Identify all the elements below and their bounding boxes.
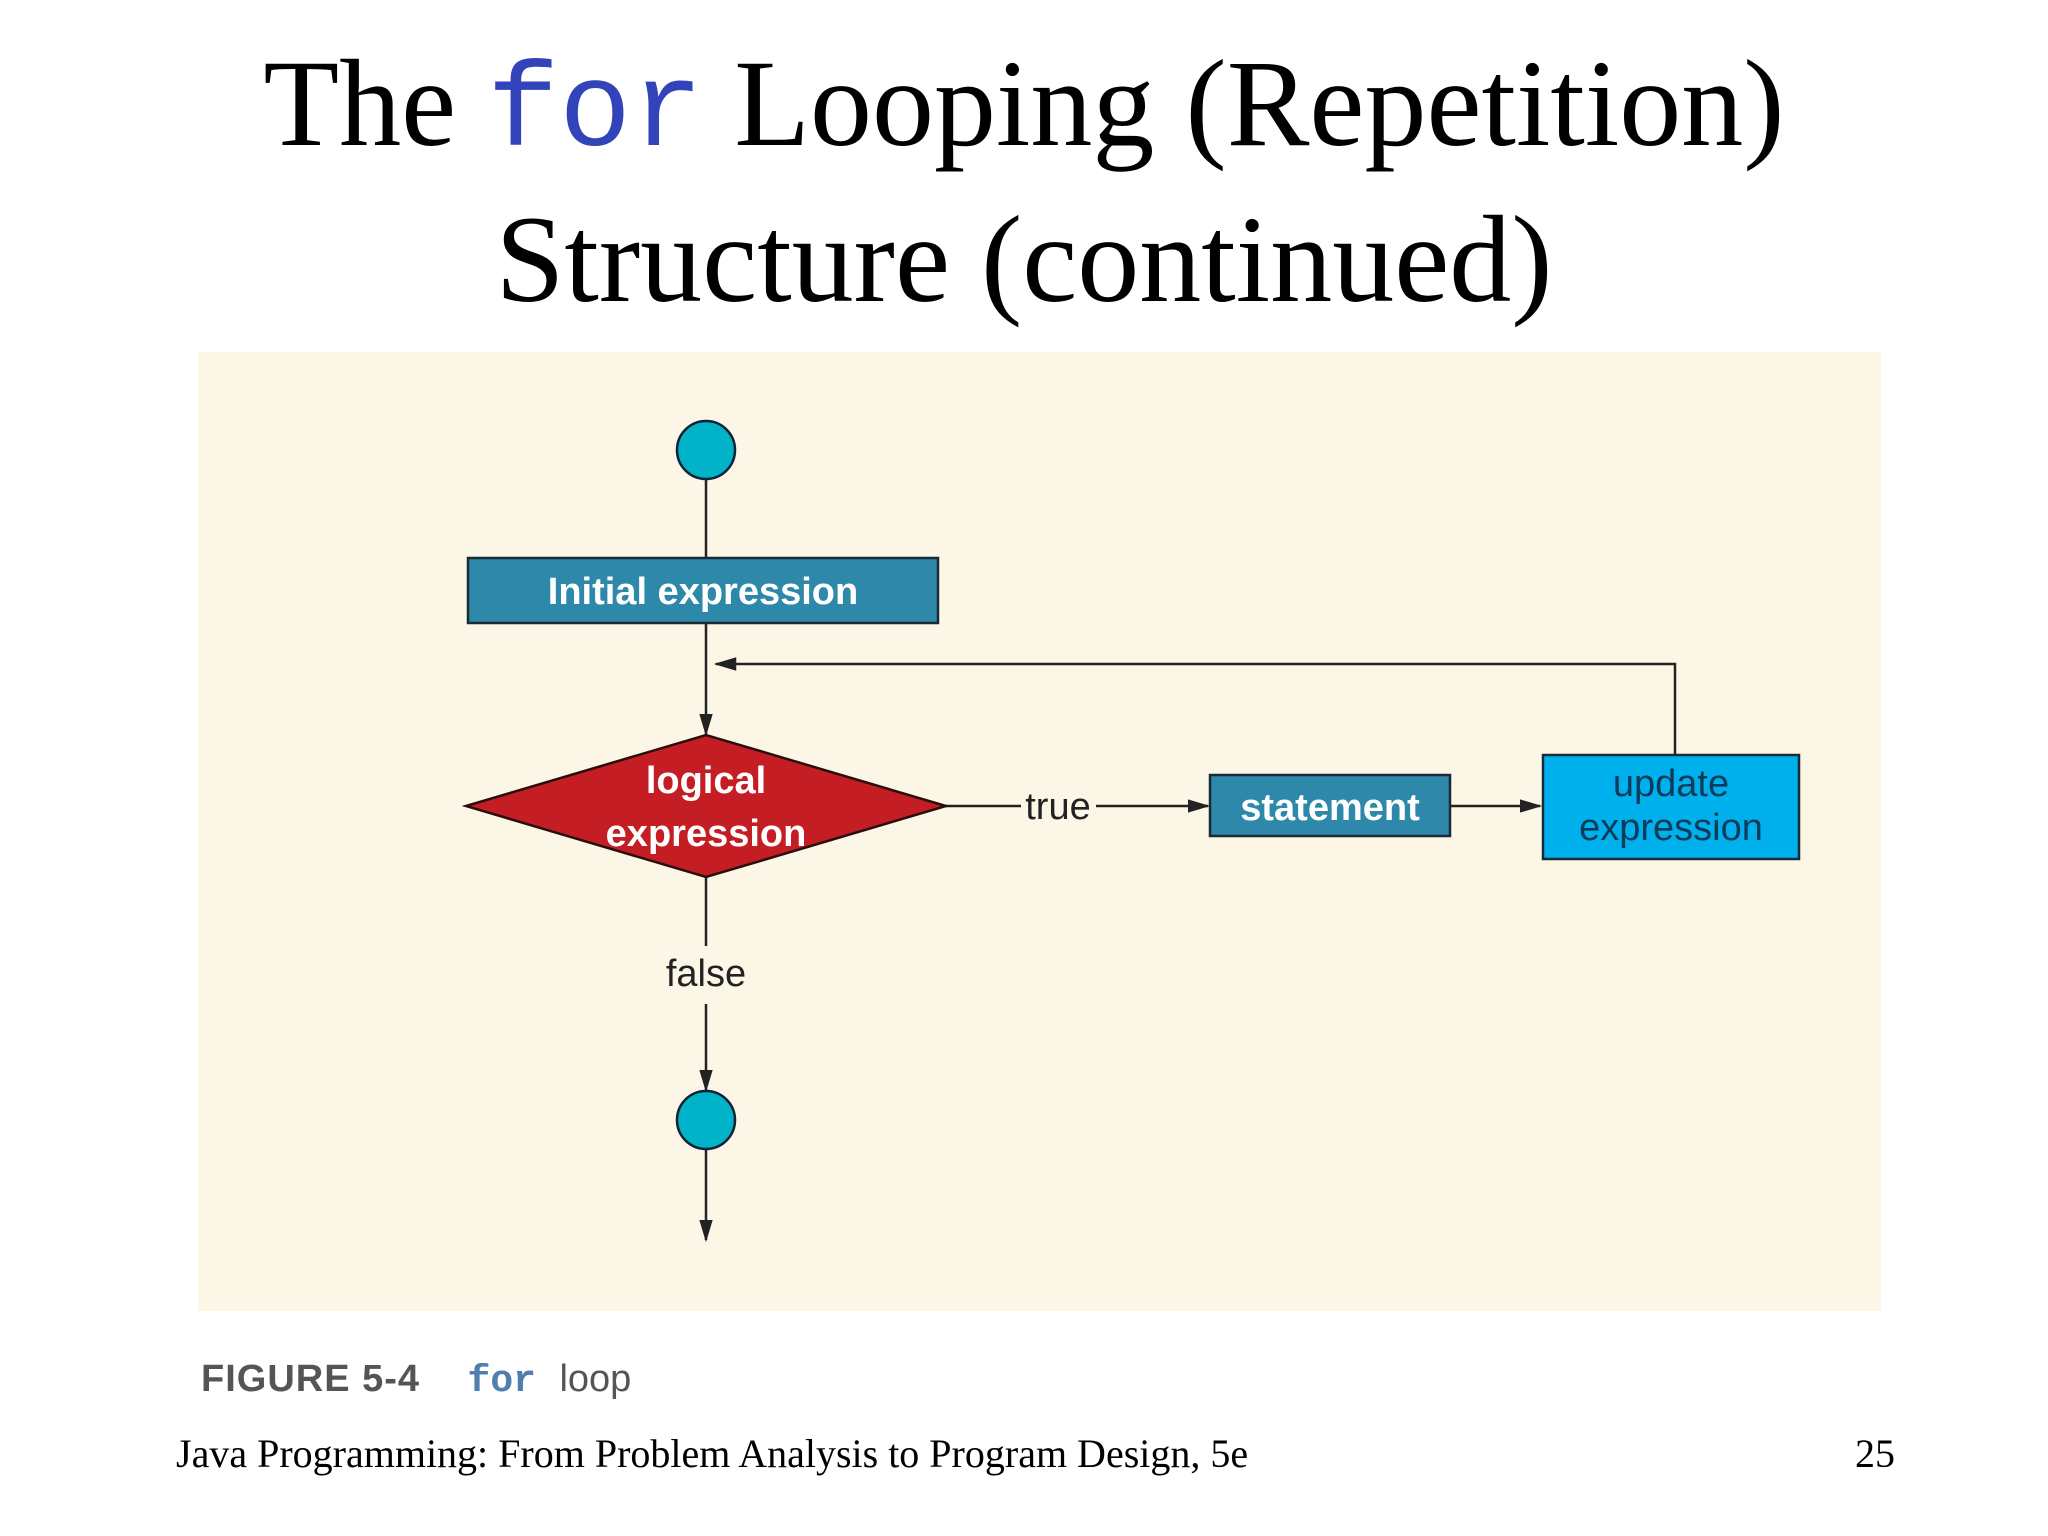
initial-expression-label: Initial expression (548, 571, 858, 613)
logical-expression-decision (461, 733, 951, 879)
initial-expression-box (466, 556, 940, 625)
title-suffix: Looping (Repetition) (734, 35, 1785, 172)
slide-title-line2: Structure (continued) (495, 191, 1553, 328)
figure-number: FIGURE 5-4 (201, 1358, 421, 1400)
decision-label-line2: expression (606, 813, 807, 855)
figure-caption: FIGURE 5-4 for loop (201, 1357, 631, 1403)
edge-update-loopback (713, 657, 1677, 755)
update-label-line1: update (1613, 763, 1729, 805)
figure-code-keyword: for (467, 1360, 536, 1403)
flowchart-panel: Initial expression logical expression tr… (198, 352, 1881, 1311)
statement-label: statement (1240, 787, 1420, 829)
footer-book-title: Java Programming: From Problem Analysis … (176, 1431, 1249, 1476)
page-number: 25 (1855, 1431, 1895, 1476)
slide-title-line1: The for Looping (Repetition) (0, 42, 2048, 175)
false-edge-label: false (666, 953, 746, 995)
title-prefix: The (263, 35, 457, 172)
update-label-line2: expression (1579, 807, 1763, 849)
flowchart: Initial expression logical expression tr… (461, 419, 1801, 1243)
statement-box (1208, 773, 1452, 838)
update-expression-box (1541, 753, 1801, 861)
figure-caption-text: loop (559, 1358, 632, 1400)
decision-label-line1: logical (646, 760, 766, 802)
true-edge-label: true (1025, 786, 1090, 828)
title-code-keyword: for (487, 46, 704, 182)
end-terminal (675, 1089, 737, 1151)
start-terminal (675, 419, 737, 481)
